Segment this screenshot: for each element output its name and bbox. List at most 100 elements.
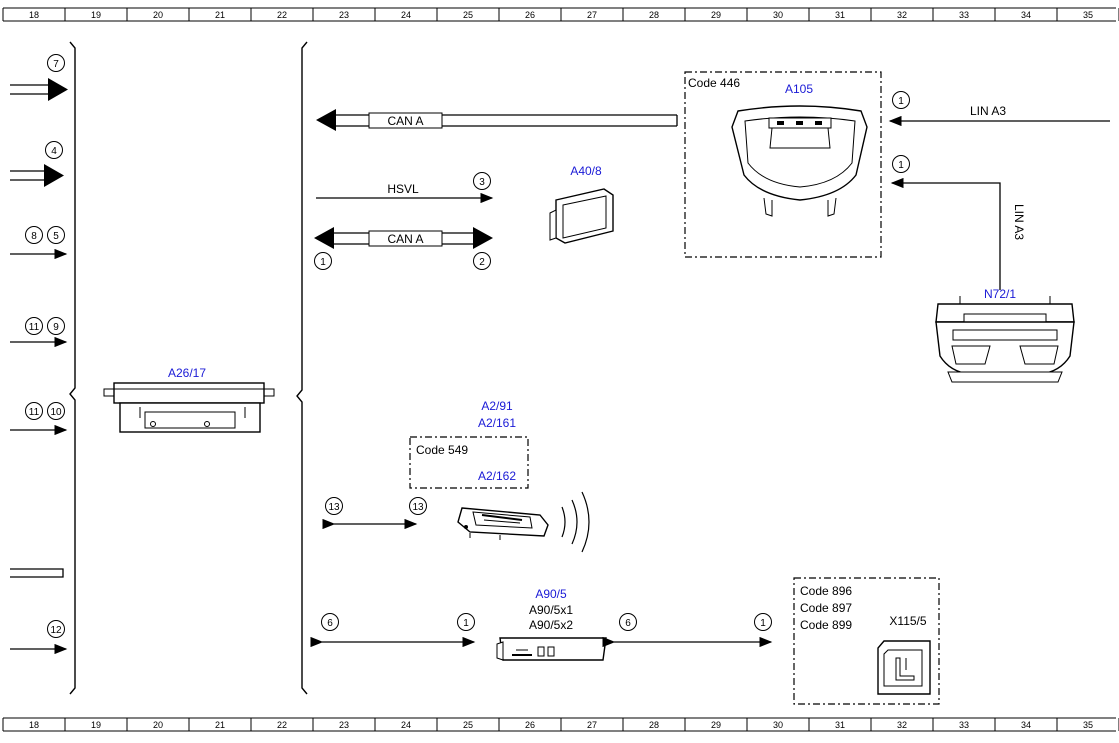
lin-a3-vertical-label: LIN A3 xyxy=(1012,204,1026,240)
ruler-bottom-number-19: 19 xyxy=(91,720,101,730)
ruler-top-number-34: 34 xyxy=(1021,10,1031,20)
callout-10: 10 xyxy=(50,407,62,418)
ruler-top-number-31: 31 xyxy=(835,10,845,20)
ruler-bottom-number-30: 30 xyxy=(773,720,783,730)
can-a-top-label: CAN A xyxy=(387,114,423,128)
right-brace xyxy=(296,41,308,695)
hsvl-label: HSVL xyxy=(387,182,419,196)
a2-161-label: A2/161 xyxy=(478,416,516,430)
ruler-bottom-number-25: 25 xyxy=(463,720,473,730)
ruler-top-number-19: 19 xyxy=(91,10,101,20)
ruler-bottom-number-23: 23 xyxy=(339,720,349,730)
a90-5-label: A90/5 xyxy=(535,587,567,601)
left-connector-row-6: 12 xyxy=(10,620,68,655)
n72-1-control-panel: N72/1 xyxy=(935,287,1075,383)
a2-link-line: 13 13 xyxy=(322,497,427,530)
lin-a3-vertical-line: LIN A3 1 xyxy=(890,155,1026,290)
callout-can-1: 1 xyxy=(320,257,326,268)
left-connector-row-3: 8 5 xyxy=(10,226,68,260)
ruler-top-number-22: 22 xyxy=(277,10,287,20)
ruler-top-number-18: 18 xyxy=(29,10,39,20)
ruler-top-number-24: 24 xyxy=(401,10,411,20)
lin-a3-top-label: LIN A3 xyxy=(970,104,1006,118)
code-897-label: Code 897 xyxy=(800,601,852,615)
ruler-top-number-32: 32 xyxy=(897,10,907,20)
callout-5: 5 xyxy=(53,231,59,242)
ruler-bottom-number-33: 33 xyxy=(959,720,969,730)
a2-162-label: A2/162 xyxy=(478,469,516,483)
ruler-bottom-number-34: 34 xyxy=(1021,720,1031,730)
a40-8-label: A40/8 xyxy=(570,164,602,178)
a26-17-module: A26/17 xyxy=(103,366,275,433)
left-brace xyxy=(69,41,76,695)
left-connector-row-2: 4 xyxy=(10,141,64,187)
ruler-bottom-number-28: 28 xyxy=(649,720,659,730)
ruler-top-number-26: 26 xyxy=(525,10,535,20)
n72-1-label: N72/1 xyxy=(984,287,1016,301)
ruler-top-number-29: 29 xyxy=(711,10,721,20)
code-896-frame: Code 896 Code 897 Code 899 X115/5 xyxy=(793,577,940,705)
lin-a3-top-line: LIN A3 1 xyxy=(888,91,1110,127)
a26-17-label: A26/17 xyxy=(168,366,206,380)
callout-lin-vert-1: 1 xyxy=(898,160,904,171)
ruler-top-number-30: 30 xyxy=(773,10,783,20)
can-a-top-bus: CAN A xyxy=(316,109,678,131)
callout-11b: 11 xyxy=(29,407,40,418)
callout-lin-top-1: 1 xyxy=(898,96,904,107)
ruler-top-number-25: 25 xyxy=(463,10,473,20)
x115-5-label: X115/5 xyxy=(889,614,926,628)
ruler-bottom-number-35: 35 xyxy=(1083,720,1093,730)
x115-5-socket xyxy=(877,640,931,695)
callout-x115-right-1: 1 xyxy=(760,618,766,629)
a105-label: A105 xyxy=(785,82,813,96)
left-connector-row-4: 11 9 xyxy=(10,317,68,348)
can-a-mid-label: CAN A xyxy=(387,232,423,246)
callout-a2-right-13: 13 xyxy=(412,502,424,513)
a40-8-display: A40/8 xyxy=(549,164,614,244)
ruler-bottom-number-24: 24 xyxy=(401,720,411,730)
ruler-bottom-number-29: 29 xyxy=(711,720,721,730)
ruler-bottom-number-32: 32 xyxy=(897,720,907,730)
ruler-bottom-number-27: 27 xyxy=(587,720,597,730)
a2-91-label: A2/91 xyxy=(481,399,513,413)
wireless-signal-icon xyxy=(561,491,590,553)
code-896-label: Code 896 xyxy=(800,584,852,598)
callout-a2-left-13: 13 xyxy=(328,502,340,513)
ruler-bottom-number-26: 26 xyxy=(525,720,535,730)
callout-7: 7 xyxy=(53,59,59,70)
ruler-top-number-21: 21 xyxy=(215,10,225,20)
left-connector-row-5: 11 10 xyxy=(10,402,68,436)
callout-x115-left-6: 6 xyxy=(625,618,631,629)
a90-5x2-label: A90/5x2 xyxy=(529,618,573,632)
ruler-top-number-23: 23 xyxy=(339,10,349,20)
code-549-label: Code 549 xyxy=(416,443,468,457)
a90-left-line: 6 1 xyxy=(310,613,476,648)
callout-4: 4 xyxy=(51,146,57,157)
ruler-bottom-number-18: 18 xyxy=(29,720,39,730)
callout-9: 9 xyxy=(53,322,59,333)
a105-overhead-panel xyxy=(731,105,868,217)
x115-link-line: 6 1 xyxy=(602,613,773,648)
ruler-bottom-number-21: 21 xyxy=(215,720,225,730)
callout-8: 8 xyxy=(31,231,37,242)
callout-can-2: 2 xyxy=(479,257,485,268)
left-connector-row-1: 7 xyxy=(10,54,68,101)
a90-5-module xyxy=(496,637,607,661)
code-549-group: A2/91 A2/161 Code 549 A2/162 xyxy=(409,399,529,489)
ruler-top-number-28: 28 xyxy=(649,10,659,20)
callout-3: 3 xyxy=(479,177,485,188)
a90-5x1-label: A90/5x1 xyxy=(529,603,573,617)
ruler-bottom-number-22: 22 xyxy=(277,720,287,730)
callout-a90-right-1: 1 xyxy=(463,618,469,629)
ruler-top-number-35: 35 xyxy=(1083,10,1093,20)
a90-5-labels: A90/5 A90/5x1 A90/5x2 xyxy=(529,587,573,632)
code-446-frame: Code 446 A105 xyxy=(684,71,882,258)
can-a-mid-bus: CAN A 1 2 xyxy=(314,227,493,270)
ruler-top-number-27: 27 xyxy=(587,10,597,20)
ruler-top-number-33: 33 xyxy=(959,10,969,20)
a2-module xyxy=(457,507,549,540)
left-connector-row-open xyxy=(10,568,64,578)
